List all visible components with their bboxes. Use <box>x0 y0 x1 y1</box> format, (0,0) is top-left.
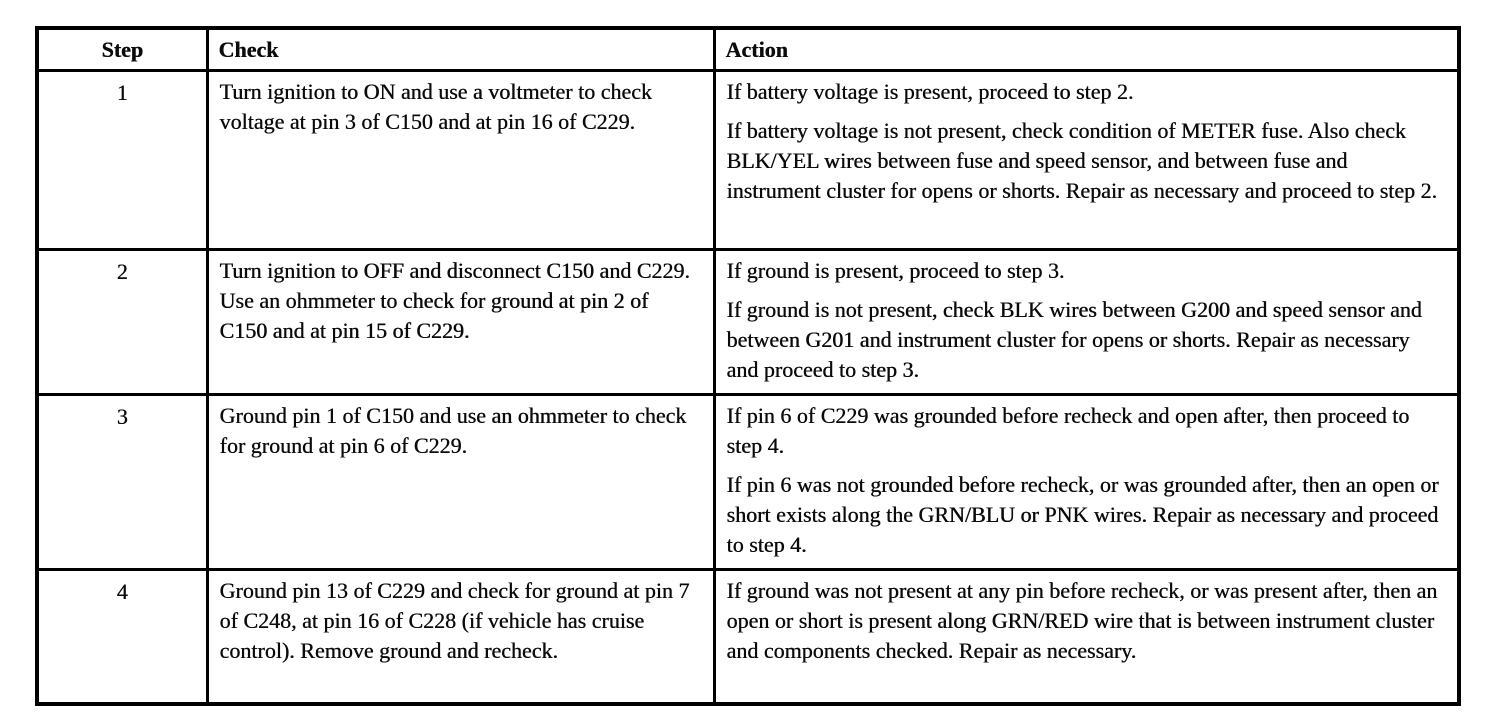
table-row-step-3: 3 Ground pin 1 of C150 and use an ohmmet… <box>35 393 1461 571</box>
check-text: Turn ignition to ON and use a voltmeter … <box>219 79 652 134</box>
step-number: 1 <box>35 69 209 251</box>
action-paragraph: If battery voltage is not present, check… <box>726 118 1438 203</box>
check-text: Ground pin 13 of C229 and check for grou… <box>219 578 690 663</box>
step-number: 4 <box>35 568 209 705</box>
troubleshooting-table: Step Check Action 1 Turn ignition to ON … <box>35 26 1461 706</box>
header-step: Step <box>35 26 209 72</box>
action-cell: If pin 6 of C229 was grounded before rec… <box>712 393 1461 571</box>
action-paragraph: If ground is not present, check BLK wire… <box>726 297 1422 382</box>
check-text: Ground pin 1 of C150 and use an ohmmeter… <box>219 403 687 458</box>
action-cell: If ground was not present at any pin bef… <box>712 568 1461 705</box>
table-row-step-4: 4 Ground pin 13 of C229 and check for gr… <box>35 568 1461 705</box>
action-paragraph: If battery voltage is present, proceed t… <box>726 79 1134 104</box>
check-cell: Ground pin 1 of C150 and use an ohmmeter… <box>205 393 716 571</box>
table-row-step-2: 2 Turn ignition to OFF and disconnect C1… <box>35 248 1461 396</box>
check-cell: Turn ignition to OFF and disconnect C150… <box>205 248 716 396</box>
step-number: 3 <box>35 393 209 571</box>
action-cell: If ground is present, proceed to step 3.… <box>712 248 1461 396</box>
header-action: Action <box>712 26 1461 72</box>
step-number: 2 <box>35 248 209 396</box>
check-cell: Turn ignition to ON and use a voltmeter … <box>205 69 716 251</box>
action-paragraph: If ground was not present at any pin bef… <box>726 578 1438 663</box>
action-cell: If battery voltage is present, proceed t… <box>712 69 1461 251</box>
action-paragraph: If pin 6 was not grounded before recheck… <box>726 472 1439 557</box>
table-row-step-1: 1 Turn ignition to ON and use a voltmete… <box>35 69 1461 251</box>
header-row: Step Check Action <box>35 26 1461 72</box>
check-text: Turn ignition to OFF and disconnect C150… <box>219 258 690 343</box>
action-paragraph: If ground is present, proceed to step 3. <box>726 258 1065 283</box>
header-check: Check <box>205 26 716 72</box>
check-cell: Ground pin 13 of C229 and check for grou… <box>205 568 716 705</box>
action-paragraph: If pin 6 of C229 was grounded before rec… <box>726 403 1410 458</box>
